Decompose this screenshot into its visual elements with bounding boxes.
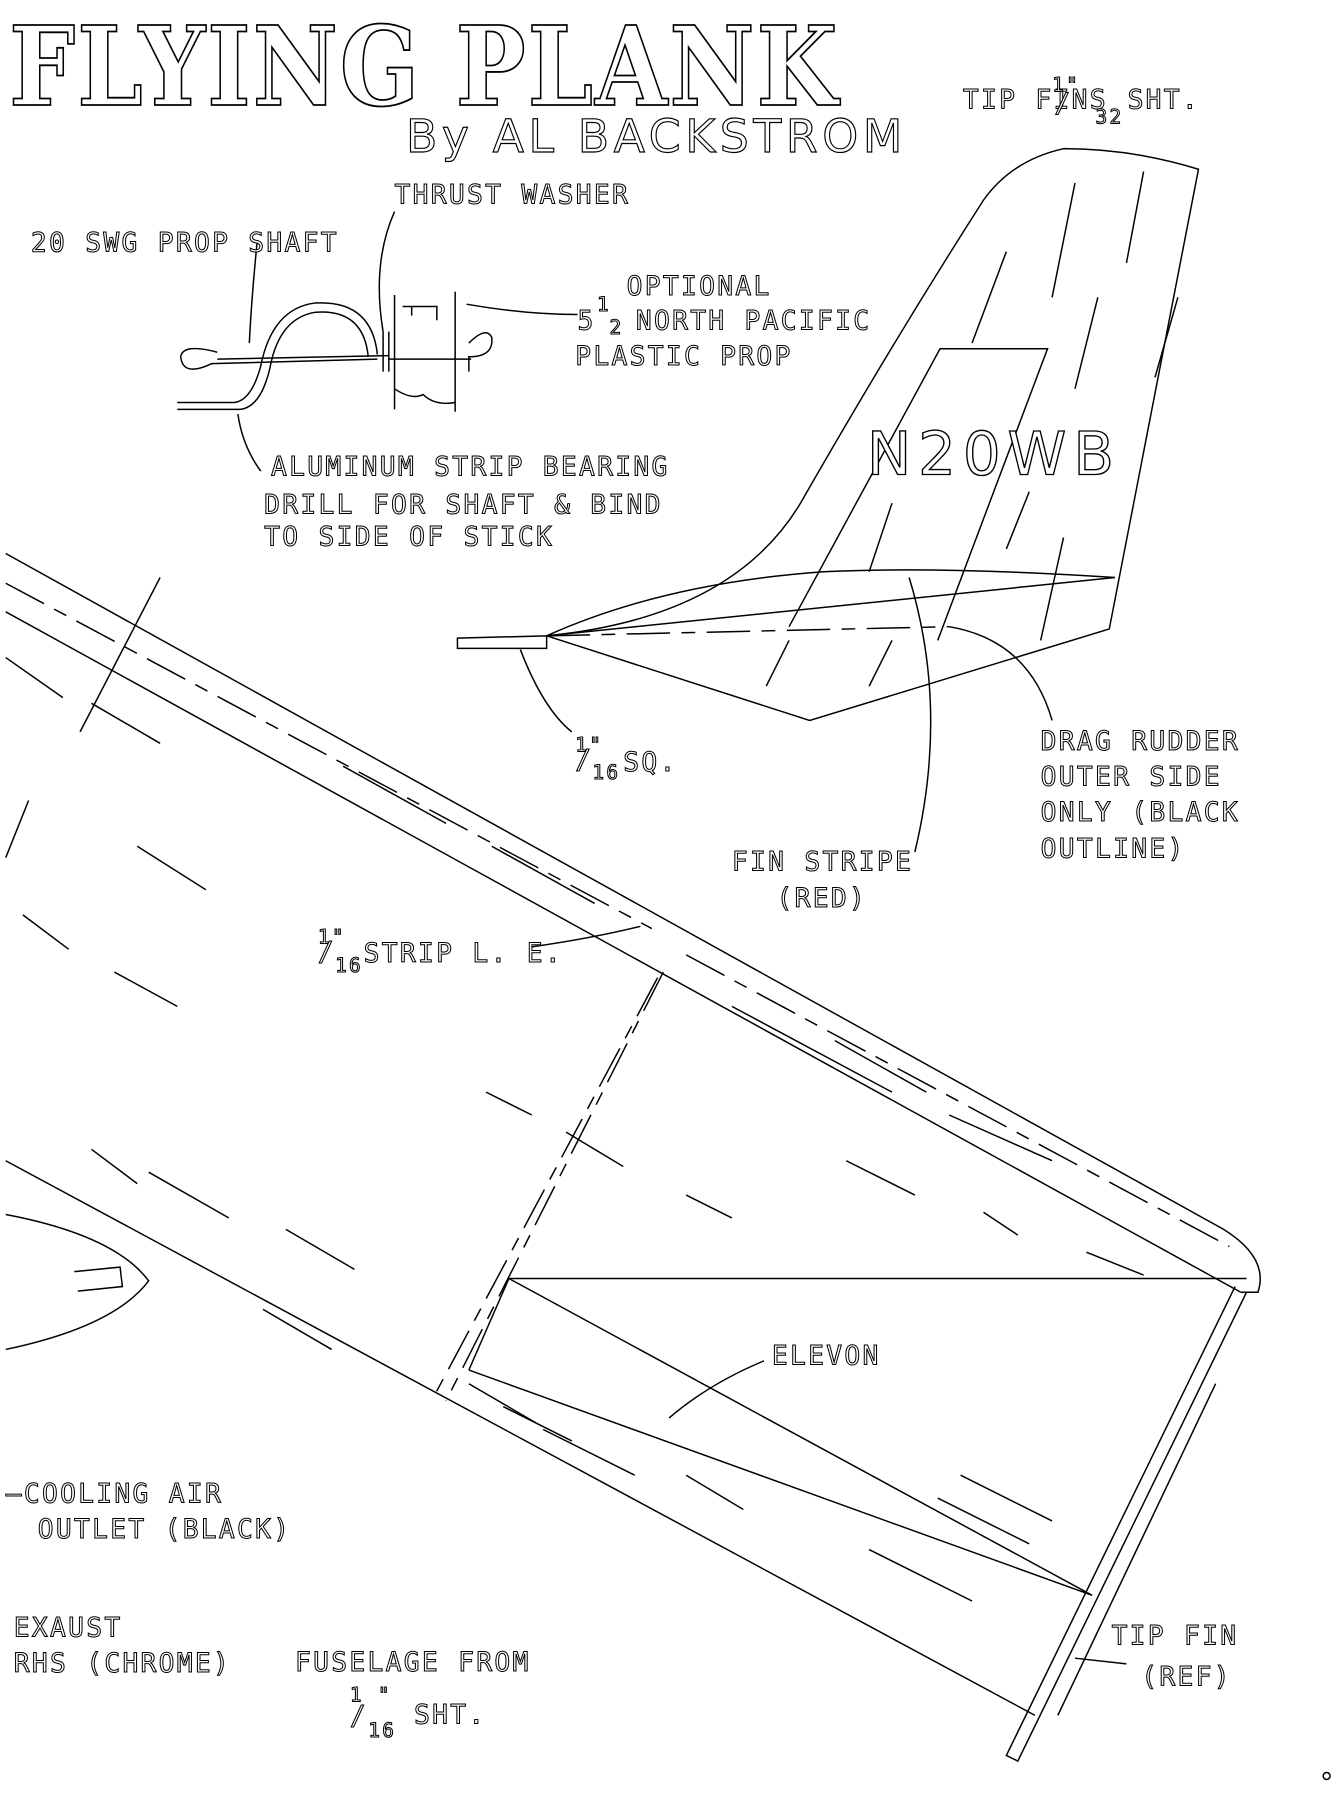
author-credit: By AL BACKSTROM (406, 110, 907, 163)
svg-text:ONLY (BLACK: ONLY (BLACK (1041, 798, 1240, 828)
svg-text:16: 16 (368, 1719, 396, 1742)
svg-text:—COOLING AIR: —COOLING AIR (6, 1480, 223, 1510)
drag-rudder-label: DRAG RUDDER OUTER SIDE ONLY (BLACK OUTLI… (1040, 727, 1240, 866)
prop-label: OPTIONAL 5 1 2 NORTH PACIFIC PLASTIC PRO… (575, 272, 872, 373)
svg-text:RHS (CHROME): RHS (CHROME) (14, 1649, 231, 1679)
svg-text:/: / (1054, 89, 1072, 119)
svg-text:ALUMINUM STRIP BEARING: ALUMINUM STRIP BEARING (271, 453, 670, 483)
bearing-label: ALUMINUM STRIP BEARING DRILL FOR SHAFT &… (264, 452, 670, 553)
svg-text:1": 1" (575, 733, 603, 756)
svg-text:DRAG RUDDER: DRAG RUDDER (1041, 727, 1240, 757)
svg-text:2: 2 (610, 316, 624, 339)
svg-text:(REF): (REF) (1141, 1663, 1232, 1693)
svg-text:TIP FINS: TIP FINS (963, 86, 1108, 116)
tail-fin (456, 147, 1200, 853)
svg-text:STRIP L. E.: STRIP L. E. (364, 939, 563, 969)
svg-text:DRILL FOR SHAFT & BIND: DRILL FOR SHAFT & BIND (264, 490, 663, 520)
svg-text:5: 5 (578, 306, 596, 336)
strip-le-label: 1" / 16 STRIP L. E. (317, 925, 563, 978)
thrust-washer-label: THRUST WASHER (395, 181, 631, 211)
drawing-title: FLYING PLANK (9, 2, 840, 131)
svg-text:SHT.: SHT. (1128, 86, 1200, 116)
svg-text:OPTIONAL: OPTIONAL (627, 272, 772, 302)
tip-fin-label: TIP FIN (REF) (1111, 1621, 1239, 1693)
prop-shaft-label: 20 SWG PROP SHAFT (31, 229, 339, 259)
registration-number: N20WB (867, 421, 1121, 490)
svg-text:1: 1 (597, 293, 611, 316)
svg-text:/: / (318, 938, 336, 968)
svg-text:1": 1" (1052, 73, 1080, 96)
svg-text:/: / (350, 1702, 368, 1732)
svg-text:TIP FIN: TIP FIN (1112, 1621, 1239, 1651)
svg-text:OUTLET (BLACK): OUTLET (BLACK) (38, 1515, 292, 1545)
svg-text:EXAUST: EXAUST (14, 1613, 123, 1643)
svg-text:PLASTIC PROP: PLASTIC PROP (575, 342, 792, 372)
tip-fins-label: TIP FINS 1" / 32 SHT. (962, 73, 1200, 129)
elevon-label: ELEVON (772, 1341, 881, 1371)
fin-stripe-label: FIN STRIPE (RED) (731, 847, 913, 915)
svg-text:FIN STRIPE: FIN STRIPE (732, 847, 913, 877)
svg-text:16: 16 (592, 761, 620, 784)
square-label: 1" / 16 SQ. (575, 733, 677, 784)
svg-text:SQ.: SQ. (623, 748, 677, 778)
svg-text:/: / (575, 745, 593, 775)
wing (5, 552, 1331, 1781)
svg-text:SHT.: SHT. (414, 1700, 486, 1730)
svg-text:FUSELAGE FROM: FUSELAGE FROM (295, 1648, 531, 1678)
svg-text:OUTLINE): OUTLINE) (1041, 835, 1186, 865)
svg-text:32: 32 (1096, 106, 1124, 129)
svg-text:16: 16 (335, 954, 363, 977)
svg-text:OUTER SIDE: OUTER SIDE (1041, 763, 1222, 793)
svg-text:NORTH PACIFIC: NORTH PACIFIC (636, 306, 872, 336)
prop-shaft-detail (177, 211, 578, 472)
svg-text:1": 1" (318, 925, 346, 948)
cooling-label: —COOLING AIR OUTLET (BLACK) (5, 1479, 292, 1545)
svg-text:(RED): (RED) (776, 884, 867, 914)
svg-text:TO SIDE OF STICK: TO SIDE OF STICK (264, 522, 554, 552)
svg-text:1 ": 1 " (350, 1684, 392, 1707)
fuselage-label: FUSELAGE FROM 1 " / 16 SHT. (295, 1647, 531, 1742)
exhaust-label: EXAUST RHS (CHROME) (13, 1613, 231, 1679)
